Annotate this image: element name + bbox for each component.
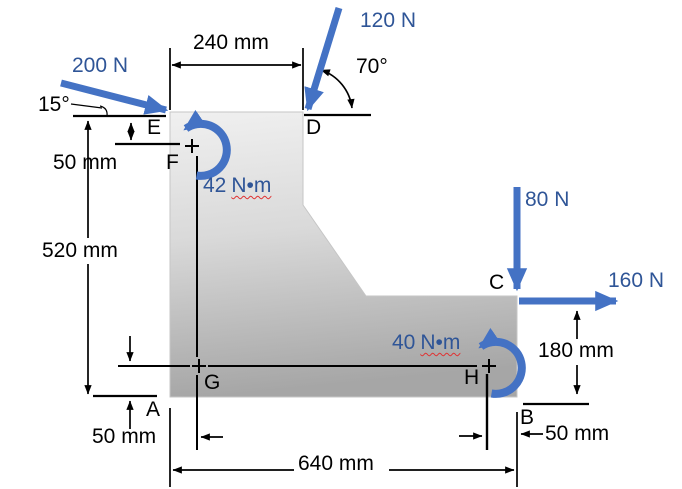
- force-80-label: 80 N: [525, 188, 570, 211]
- point-a-label: A: [146, 398, 161, 421]
- moment-40-unit: N•m: [420, 331, 461, 354]
- angle-15-arc: [99, 105, 108, 117]
- dim-50-ef-label: 50 mm: [53, 151, 118, 174]
- dim-180-label: 180 mm: [538, 339, 614, 362]
- force-arrows: [60, 6, 619, 312]
- force-200-arrow: [60, 79, 169, 115]
- dim-240-label: 240 mm: [193, 31, 269, 54]
- point-h-label: H: [464, 366, 480, 389]
- moment-42-arrow: [183, 109, 231, 180]
- force-200-label: 200 N: [72, 54, 129, 77]
- dim-50-bottom-left-label: 50 mm: [92, 425, 157, 448]
- point-e-label: E: [147, 116, 162, 139]
- angle-15-leader: [70, 103, 103, 109]
- dimension-lines: [70, 48, 589, 487]
- moment-40-value: 40: [392, 331, 416, 354]
- point-c-label: C: [489, 271, 505, 294]
- point-d-label: D: [306, 116, 322, 139]
- point-b-label: B: [520, 406, 535, 429]
- plus-mark-f: [185, 139, 199, 153]
- dim-50-bottom-right-label: 50 mm: [545, 422, 610, 445]
- dim-640-label: 640 mm: [298, 452, 374, 475]
- force-160-label: 160 N: [608, 269, 665, 292]
- angle-15-label: 15°: [38, 93, 70, 116]
- moment-42-value: 42: [203, 174, 227, 197]
- point-f-label: F: [166, 151, 179, 174]
- angle-70-label: 70°: [356, 55, 388, 78]
- force-120-label: 120 N: [360, 9, 417, 32]
- force-120-arrow: [304, 6, 343, 112]
- angle-70-arc: [320, 69, 355, 109]
- plus-mark-g: [192, 359, 206, 373]
- plus-mark-h: [482, 359, 496, 373]
- moment-42-unit: N•m: [231, 174, 272, 197]
- point-g-label: G: [204, 371, 221, 394]
- plate-shape: [169, 111, 518, 398]
- dim-520-label: 520 mm: [42, 239, 118, 262]
- moment-40-arrow: [478, 327, 526, 398]
- moment-arrows: [183, 109, 526, 398]
